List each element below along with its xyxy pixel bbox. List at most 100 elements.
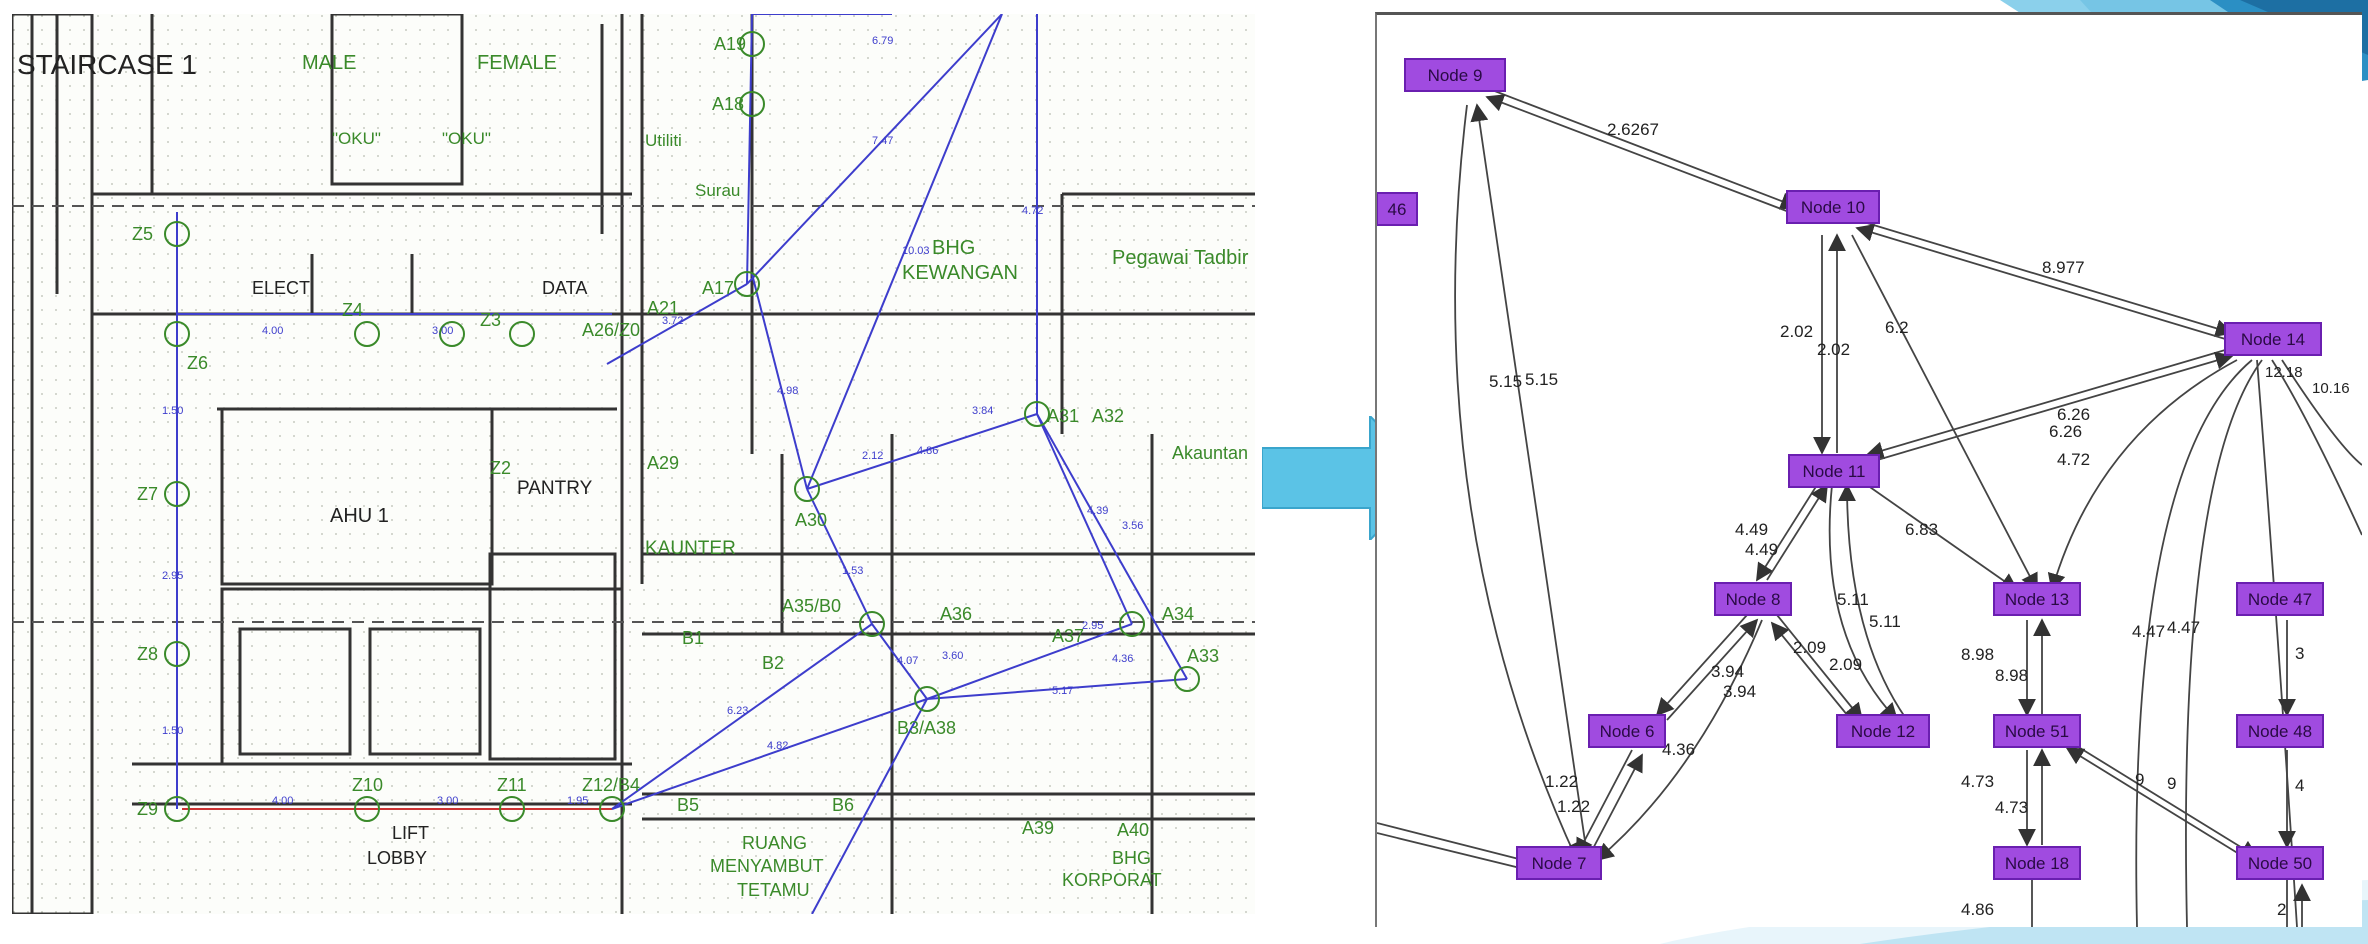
graph-node-box bbox=[1993, 846, 2081, 880]
plan-edge-label: 6.79 bbox=[872, 35, 893, 47]
plan-edge-label: 1.53 bbox=[842, 565, 863, 577]
graph-node-n7: Node 7 bbox=[1516, 846, 1602, 880]
node-a19: A19 bbox=[714, 34, 746, 54]
floor-plan-image: STAIRCASE 1 MALE FEMALE "OKU" "OKU" Util… bbox=[12, 14, 1255, 914]
graph-node-box bbox=[1786, 190, 1880, 224]
graph-edge-label: 6.2 bbox=[1885, 318, 1909, 337]
graph-node-label: Node 9 bbox=[1428, 66, 1483, 85]
room-bhg-2: BHG bbox=[1112, 848, 1151, 868]
graph-edge-label: 2.02 bbox=[1817, 340, 1850, 359]
graph-node-box bbox=[1377, 192, 1418, 226]
graph-edge-label: 5.11 bbox=[1837, 590, 1869, 609]
plan-edge-label: 3.84 bbox=[972, 405, 993, 417]
graph-node-n14: Node 14 bbox=[2224, 322, 2322, 356]
graph-node-box bbox=[1836, 714, 1930, 748]
node-a29: A29 bbox=[647, 453, 679, 473]
plan-edge-label: 4.00 bbox=[272, 795, 293, 807]
plan-edge-label: 4.82 bbox=[767, 740, 788, 752]
plan-edge-label: 4.07 bbox=[897, 655, 918, 667]
room-pantry: PANTRY bbox=[517, 478, 593, 499]
room-menyambut: MENYAMBUT bbox=[710, 856, 824, 876]
room-bhg: BHG bbox=[932, 237, 975, 259]
room-kewangan: KEWANGAN bbox=[902, 262, 1018, 284]
room-staircase: STAIRCASE 1 bbox=[17, 49, 197, 80]
plan-edge-label: 3.00 bbox=[432, 325, 453, 337]
graph-node-label: Node 7 bbox=[1532, 854, 1587, 873]
node-a35: A35/B0 bbox=[782, 596, 841, 616]
room-oku: "OKU" bbox=[332, 129, 381, 148]
graph-edge-label: 4.49 bbox=[1735, 520, 1768, 539]
graph-node-n8: Node 8 bbox=[1714, 582, 1792, 616]
graph-node-label: Node 18 bbox=[2005, 854, 2069, 873]
graph-edge-label: 8.98 bbox=[1995, 666, 2028, 685]
graph-node-label: Node 11 bbox=[1802, 462, 1865, 481]
node-b5: B5 bbox=[677, 795, 699, 815]
graph-edge-label: 9 bbox=[2167, 774, 2176, 793]
plan-edge-label: 4.86 bbox=[917, 445, 938, 457]
graph-edge-label: 6.26 bbox=[2057, 405, 2090, 424]
graph-edge-label: 3.94 bbox=[1711, 662, 1744, 681]
node-z10: Z10 bbox=[352, 775, 383, 795]
graph-node-box bbox=[1714, 582, 1792, 616]
graph-node-n9: Node 9 bbox=[1404, 58, 1506, 92]
plan-edge-label: 4.39 bbox=[1087, 505, 1108, 517]
graph-node-box bbox=[2224, 322, 2322, 356]
graph-edge-label: 2.02 bbox=[1780, 322, 1813, 341]
graph-edge-label: 4.47 bbox=[2132, 622, 2165, 641]
graph-edge-label: 12.18 bbox=[2265, 364, 2303, 381]
room-tetamu: TETAMU bbox=[737, 880, 810, 900]
graph-edge-label: 8.977 bbox=[2042, 258, 2085, 277]
graph-edge-label: 5.15 bbox=[1489, 372, 1522, 391]
graph-node-label: Node 48 bbox=[2248, 722, 2312, 741]
graph-node-label: Node 13 bbox=[2005, 590, 2069, 609]
graph-edge-label: 8.98 bbox=[1961, 645, 1994, 664]
graph-edge-label: 2.6267 bbox=[1607, 120, 1659, 139]
graph-edge-label: 1.22 bbox=[1557, 797, 1590, 816]
room-kaunter: KAUNTER bbox=[645, 538, 736, 559]
graph-edge-label: 6.83 bbox=[1905, 520, 1938, 539]
graph-edge-label: 4.73 bbox=[1961, 772, 1994, 791]
graph-node-n13: Node 13 bbox=[1993, 582, 2081, 616]
room-female: FEMALE bbox=[477, 52, 557, 74]
node-a34: A34 bbox=[1162, 604, 1194, 624]
node-z3: Z3 bbox=[480, 310, 501, 330]
graph-node-n51: Node 51 bbox=[1993, 714, 2081, 748]
room-oku-2: "OKU" bbox=[442, 129, 491, 148]
node-b2: B2 bbox=[762, 653, 784, 673]
room-korporat: KORPORAT bbox=[1062, 870, 1162, 890]
graph-edge-label: 4.86 bbox=[1961, 900, 1994, 919]
graph-edge-label: 4.36 bbox=[1662, 740, 1695, 759]
node-z9: Z9 bbox=[137, 799, 158, 819]
graph-edge-label: 4.72 bbox=[2057, 450, 2090, 469]
plan-edge-label: 7.47 bbox=[872, 135, 893, 147]
room-akauntan: Akauntan bbox=[1172, 443, 1248, 463]
graph-node-box bbox=[1993, 714, 2081, 748]
node-a37: A37 bbox=[1052, 626, 1084, 646]
node-a33: A33 bbox=[1187, 646, 1219, 666]
node-a31: A31 bbox=[1047, 406, 1079, 426]
node-z11: Z11 bbox=[497, 775, 527, 795]
room-utiliti: Utiliti bbox=[645, 131, 682, 150]
node-a21: A21 bbox=[647, 298, 679, 318]
plan-edge-label: 4.00 bbox=[262, 325, 283, 337]
node-z12: Z12/B4 bbox=[582, 775, 640, 795]
graph-node-box bbox=[1588, 714, 1666, 748]
graph-node-n6: Node 6 bbox=[1588, 714, 1666, 748]
graph-node-n12: Node 12 bbox=[1836, 714, 1930, 748]
node-b3: B3/A38 bbox=[897, 718, 956, 738]
plan-edge-label: 3.72 bbox=[662, 315, 683, 327]
graph-edge-label: 5.11 bbox=[1869, 612, 1901, 631]
graph-node-n10: Node 10 bbox=[1786, 190, 1880, 224]
graph-node-n47: Node 47 bbox=[2236, 582, 2324, 616]
plan-edge-label: 2.95 bbox=[1082, 620, 1103, 632]
floor-plan-drawing: STAIRCASE 1 MALE FEMALE "OKU" "OKU" Util… bbox=[12, 14, 1255, 914]
node-a36: A36 bbox=[940, 604, 972, 624]
node-z5: Z5 bbox=[132, 224, 153, 244]
graph-edge-label: 1.22 bbox=[1545, 772, 1578, 791]
node-b1: B1 bbox=[682, 628, 704, 648]
graph-edge-label: 9 bbox=[2135, 770, 2144, 789]
graph-edge-label: 2 bbox=[2277, 900, 2286, 919]
graph-edge-label: 4.73 bbox=[1995, 798, 2028, 817]
room-male: MALE bbox=[302, 52, 356, 74]
graph-edge-label: 2.09 bbox=[1793, 638, 1826, 657]
